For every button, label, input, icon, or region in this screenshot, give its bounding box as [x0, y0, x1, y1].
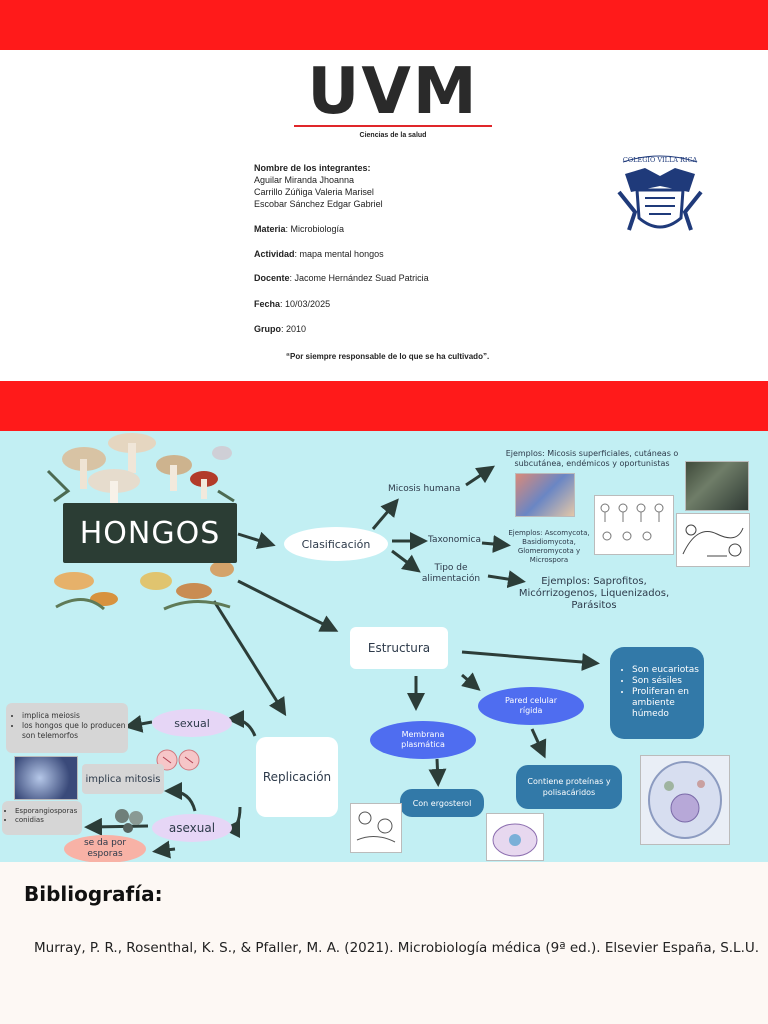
connector-arrows [84, 465, 600, 859]
node-mitosis-text: implica mitosis [85, 773, 161, 785]
spores-photo [14, 756, 78, 800]
sexual-bullet: implica meiosis [22, 711, 128, 721]
micosis-examples: Ejemplos: Micosis superficiales, cutánea… [505, 449, 679, 468]
node-membrana: Membrana plasmática [370, 721, 476, 759]
node-pared-celular-text: Pared celular rígida [504, 696, 558, 715]
node-pared-celular: Pared celular rígida [478, 687, 584, 725]
estructura-bullet: Son sésiles [632, 676, 704, 687]
node-asexual-text: asexual [168, 821, 216, 835]
docente-value: Jacome Hernández Suad Patricia [294, 273, 429, 283]
estructura-card: Son eucariotas Son sésiles Proliferan en… [610, 647, 704, 739]
node-replicacion: Replicación [256, 737, 338, 817]
top-red-band [0, 0, 768, 50]
logo-red-rule [294, 125, 492, 127]
node-mitosis: implica mitosis [82, 764, 164, 794]
node-membrana-text: Membrana plasmática [401, 730, 445, 749]
uvm-logo: UVM [290, 60, 496, 130]
fecha-value: 10/03/2025 [285, 299, 331, 309]
mushroom-icon [46, 433, 235, 611]
bibliography-section: Bibliografía: Murray, P. R., Rosenthal, … [0, 862, 768, 1024]
grupo-value: 2010 [286, 324, 307, 334]
bibliography-heading: Bibliografía: [24, 882, 163, 906]
node-proteinas-text: Contiene proteínas y polisacáridos [527, 777, 611, 797]
school-seal: COLEGIO VILLA RICA [615, 152, 705, 240]
mushroom-illustration [44, 431, 240, 613]
node-sexual: sexual [152, 709, 232, 737]
satellite-photo [685, 461, 749, 511]
taxonomica-examples: Ejemplos: Ascomycota, Basidiomycota, Glo… [508, 529, 590, 564]
materia-row: Materia: Microbiología [254, 224, 345, 234]
conidia-icon [112, 806, 148, 834]
sexual-bullet: los hongos que lo producen son telemorfo… [22, 721, 128, 741]
bibliography-reference: Murray, P. R., Rosenthal, K. S., & Pfall… [34, 940, 760, 956]
member-3: Escobar Sánchez Edgar Gabriel [254, 199, 383, 209]
node-micosis-humana: Micosis humana [388, 484, 461, 494]
asexual-bullet: conidias [15, 816, 82, 825]
node-asexual: asexual [152, 814, 232, 842]
actividad-label: Actividad [254, 249, 295, 259]
node-estructura-text: Estructura [367, 641, 431, 655]
docente-label: Docente [254, 273, 290, 283]
uvm-logo-text: UVM [307, 55, 479, 129]
estructura-bullet: Son eucariotas [632, 665, 704, 676]
estructura-bullet: Proliferan en ambiente húmedo [632, 687, 704, 720]
node-tipo-alimentacion: Tipo de alimentación [421, 563, 481, 584]
mind-map: HONGOS Clasificación Micosis humana Ejem… [0, 431, 768, 862]
asexual-card: Esporangiosporas conidias [2, 801, 82, 835]
asexual-bullet: Esporangiosporas [15, 807, 82, 816]
membrane-diagram [350, 803, 402, 853]
node-proteinas: Contiene proteínas y polisacáridos [516, 765, 622, 809]
node-taxonomica: Taxonomica [428, 535, 482, 545]
docente-row: Docente: Jacome Hernández Suad Patricia [254, 273, 429, 283]
school-area: Ciencias de la salud [359, 132, 427, 139]
sexual-card: implica meiosis los hongos que lo produc… [6, 703, 128, 753]
actividad-value: mapa mental hongos [299, 249, 384, 259]
grupo-label: Grupo [254, 324, 281, 334]
node-clasificacion: Clasificación [284, 527, 388, 561]
node-esporas-text: se da por esporas [83, 838, 127, 859]
fecha-label: Fecha [254, 299, 281, 309]
members-block: Nombre de los integrantes: Aguilar Miran… [254, 162, 383, 210]
actividad-row: Actividad: mapa mental hongos [254, 249, 384, 259]
member-2: Carrillo Zúñiga Valeria Marisel [254, 187, 374, 197]
mindmap-title-text: HONGOS [79, 515, 221, 551]
node-estructura: Estructura [350, 627, 448, 669]
fungal-cell-diagram [486, 813, 544, 861]
cell-illustration [640, 755, 730, 845]
node-sexual-text: sexual [174, 716, 210, 730]
taxonomy-chart [594, 495, 674, 555]
materia-label: Materia [254, 224, 286, 234]
bottom-red-band [0, 381, 768, 431]
members-label: Nombre de los integrantes: [254, 163, 371, 173]
micosis-photo [515, 473, 575, 517]
member-1: Aguilar Miranda Jhoanna [254, 175, 355, 185]
fecha-row: Fecha: 10/03/2025 [254, 299, 331, 309]
alimentacion-examples: Ejemplos: Saprofitos, Micórrizogenos, Li… [518, 576, 670, 611]
seal-text: COLEGIO VILLA RICA [623, 156, 698, 164]
lifecycle-diagram [676, 513, 750, 567]
node-ergosterol-text: Con ergosterol [412, 798, 472, 808]
node-clasificacion-text: Clasificación [301, 537, 371, 551]
grupo-row: Grupo: 2010 [254, 324, 307, 334]
mindmap-title: HONGOS [63, 503, 237, 563]
motto: “Por siempre responsable de lo que se ha… [286, 352, 490, 361]
node-replicacion-text: Replicación [262, 770, 332, 784]
node-esporas: se da por esporas [64, 835, 146, 862]
seal-icon: COLEGIO VILLA RICA [617, 155, 703, 231]
materia-value: Microbiología [290, 224, 345, 234]
node-ergosterol: Con ergosterol [400, 789, 484, 817]
